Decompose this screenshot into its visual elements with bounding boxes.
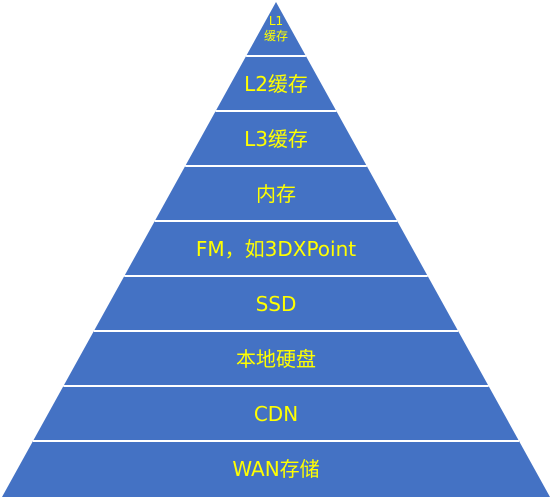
tier-label-wan-storage: WAN存储 xyxy=(232,457,320,481)
tier-label-l3-cache: L3缓存 xyxy=(244,126,308,151)
tier-label-local-disk: 本地硬盘 xyxy=(236,346,316,371)
tier-label-ssd: SSD xyxy=(255,291,297,316)
tier-label-l2-cache: L2缓存 xyxy=(244,71,308,96)
tier-label-memory: 内存 xyxy=(256,181,296,206)
tier-label-cdn: CDN xyxy=(253,401,299,426)
tier-label-fm-3dxpoint: FM，如3DXPoint xyxy=(195,236,357,261)
